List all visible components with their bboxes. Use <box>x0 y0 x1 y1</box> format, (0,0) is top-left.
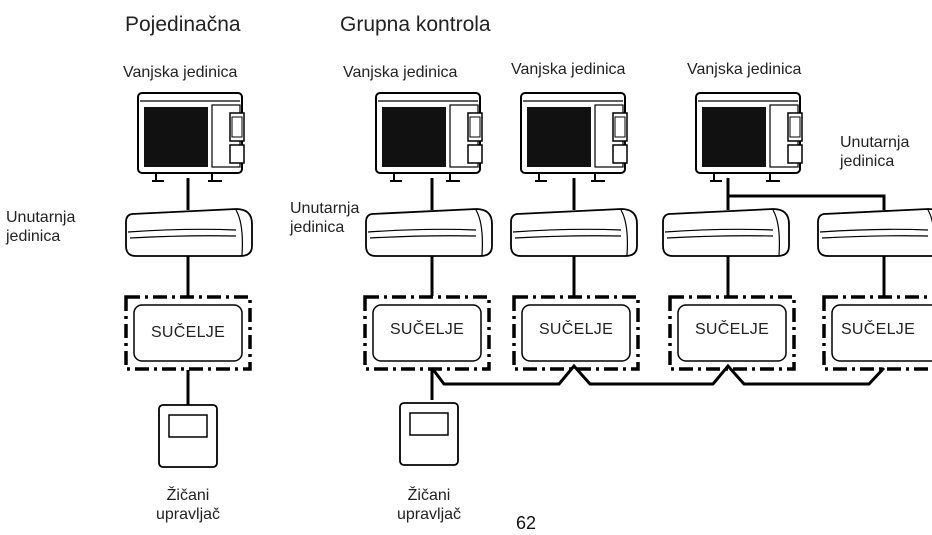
indoor-unit-single <box>125 208 253 257</box>
indoor-unit-label-line1: Unutarnja <box>6 209 76 226</box>
outdoor-unit-group-2 <box>520 92 628 182</box>
interface-label-single: SUČELJE <box>150 324 226 341</box>
indoor-unit-label-group: Unutarnja jedinica <box>290 199 359 237</box>
outdoor-unit-group-1 <box>375 92 483 182</box>
indoor-unit-label-line1: Unutarnja <box>290 200 360 217</box>
section-title-group: Grupna kontrola <box>340 13 491 36</box>
indoor-unit-group-4 <box>817 208 932 257</box>
outdoor-unit-group-3 <box>695 92 803 182</box>
wired-controller-label-group: Žičani upravljač <box>379 486 479 524</box>
interface-label-group-2: SUČELJE <box>538 321 614 338</box>
indoor-unit-label-single: Unutarnja jedinica <box>6 208 75 246</box>
indoor-unit-group-1 <box>365 208 493 257</box>
indoor-unit-group-2 <box>510 208 638 257</box>
wired-controller-label-line1: Žičani <box>407 487 451 504</box>
outdoor-unit-label-single: Vanjska jedinica <box>123 64 238 81</box>
wired-controller-single <box>158 404 218 468</box>
wired-controller-group <box>399 402 459 466</box>
wired-controller-label-line2: upravljač <box>155 506 221 524</box>
outdoor-unit-single <box>137 92 245 182</box>
outdoor-unit-label-group-3: Vanjska jedinica <box>687 61 802 78</box>
interface-label-group-1: SUČELJE <box>389 321 465 338</box>
wired-controller-label-line1: Žičani <box>166 487 210 504</box>
indoor-unit-label-line2: jedinica <box>840 153 895 171</box>
wiring <box>186 178 886 405</box>
wired-controller-label-line2: upravljač <box>396 506 462 524</box>
indoor-unit-label-group-right: Unutarnja jedinica <box>840 133 909 171</box>
outdoor-unit-label-group-1: Vanjska jedinica <box>343 64 458 81</box>
wired-controller-label-single: Žičani upravljač <box>138 486 238 524</box>
indoor-unit-group-3 <box>662 208 790 257</box>
indoor-unit-label-line2: jedinica <box>6 228 61 246</box>
indoor-unit-label-line2: jedinica <box>290 219 345 237</box>
section-title-single: Pojedinačna <box>125 13 241 36</box>
page-number: 62 <box>516 513 537 533</box>
outdoor-unit-label-group-2: Vanjska jedinica <box>511 61 626 78</box>
indoor-unit-label-line1: Unutarnja <box>840 134 910 151</box>
interface-label-group-3: SUČELJE <box>694 321 770 338</box>
interface-label-group-4: SUČELJE <box>840 321 916 338</box>
